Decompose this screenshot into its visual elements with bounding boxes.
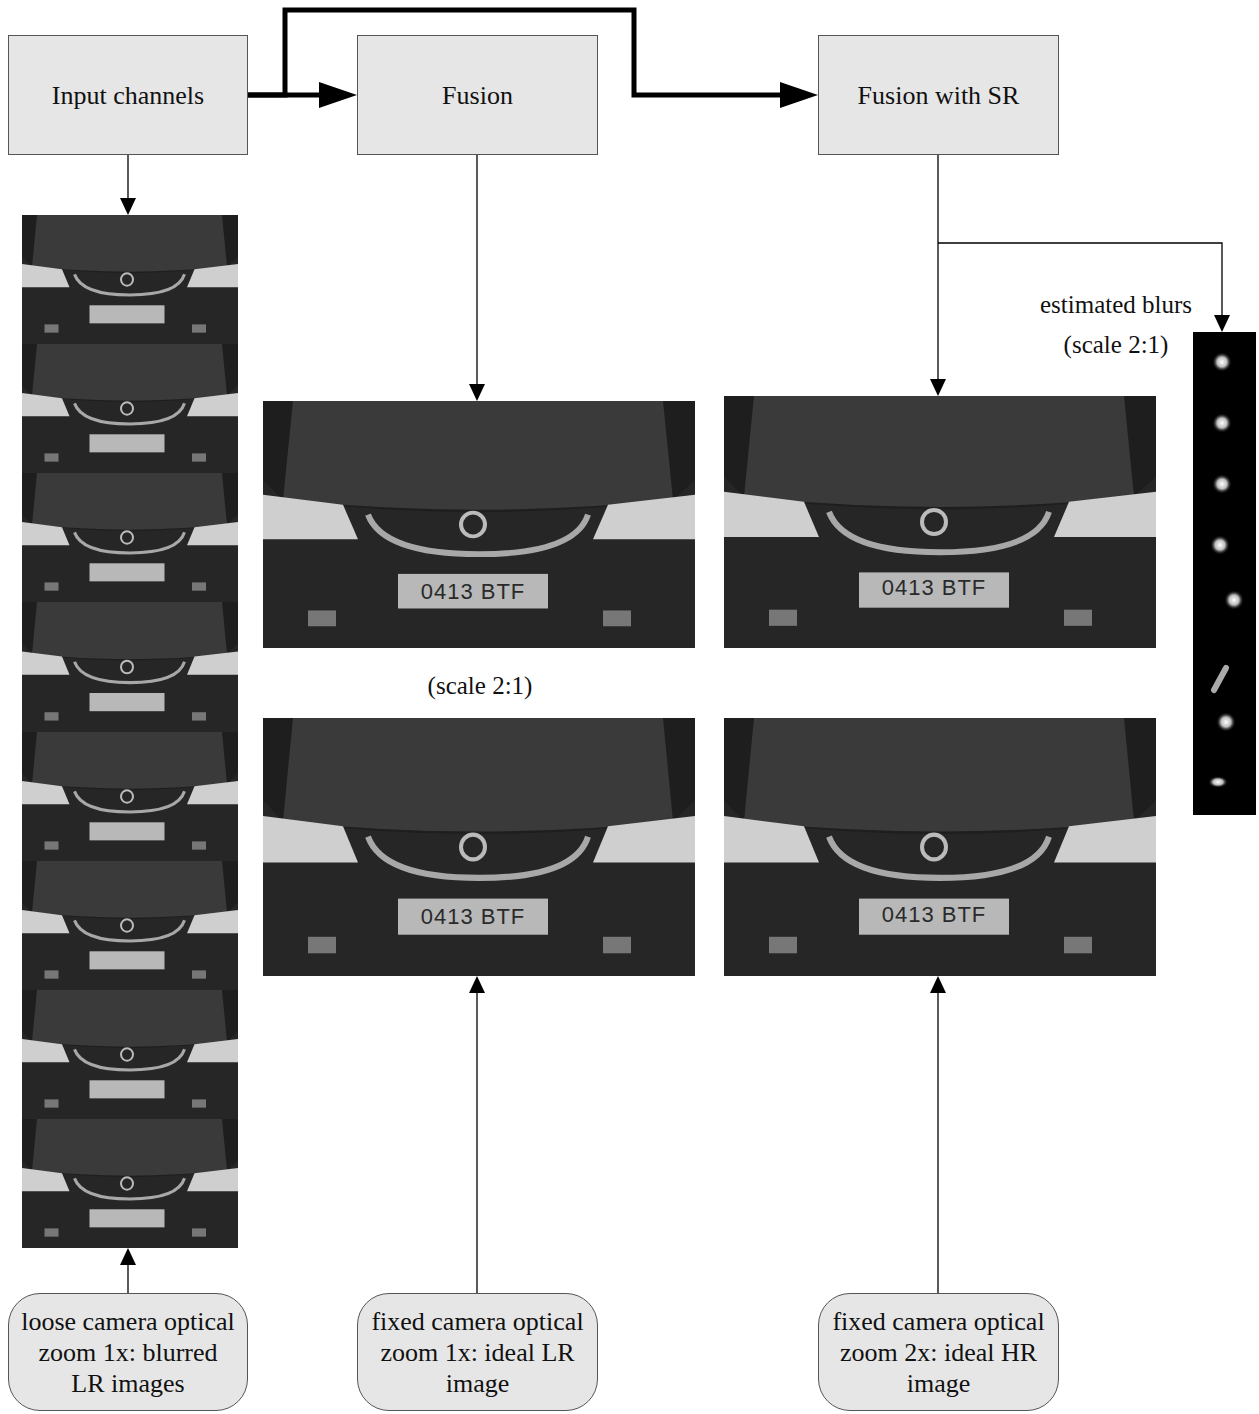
plate-text: 0413 BTF [859, 571, 1009, 604]
plate-text: 0413 BTF [398, 575, 548, 608]
ideal-lr-image [263, 718, 695, 976]
blur-caption: estimated blurs (scale 2:1) [1018, 285, 1214, 365]
sr-image [724, 396, 1156, 648]
node-text: Fusion [442, 80, 513, 111]
node-text: Fusion with SR [858, 80, 1020, 111]
fusion-image [263, 401, 695, 648]
source-note: loose camera optical zoom 1x: blurred LR… [8, 1293, 248, 1411]
source-note: fixed camera optical zoom 1x: ideal LR i… [357, 1293, 598, 1411]
scale-note: (scale 2:1) [380, 666, 580, 706]
leader-heads [120, 198, 1230, 1265]
source-note: fixed camera optical zoom 2x: ideal HR i… [818, 1293, 1059, 1411]
input-frames [22, 215, 238, 1248]
process-box: Fusion [357, 35, 598, 155]
ideal-hr-image [724, 718, 1156, 976]
blur-strip [1193, 332, 1256, 815]
node-text: fixed camera optical zoom 2x: ideal HR i… [831, 1306, 1046, 1399]
input-box: Input channels [8, 35, 248, 155]
node-text: fixed camera optical zoom 1x: ideal LR i… [370, 1306, 585, 1399]
leader-arrows [128, 155, 1222, 1293]
plate-text: 0413 BTF [859, 898, 1009, 931]
node-text: Input channels [52, 80, 204, 111]
plate-text: 0413 BTF [398, 900, 548, 933]
node-text: loose camera optical zoom 1x: blurred LR… [21, 1306, 235, 1399]
process-box: Fusion with SR [818, 35, 1059, 155]
